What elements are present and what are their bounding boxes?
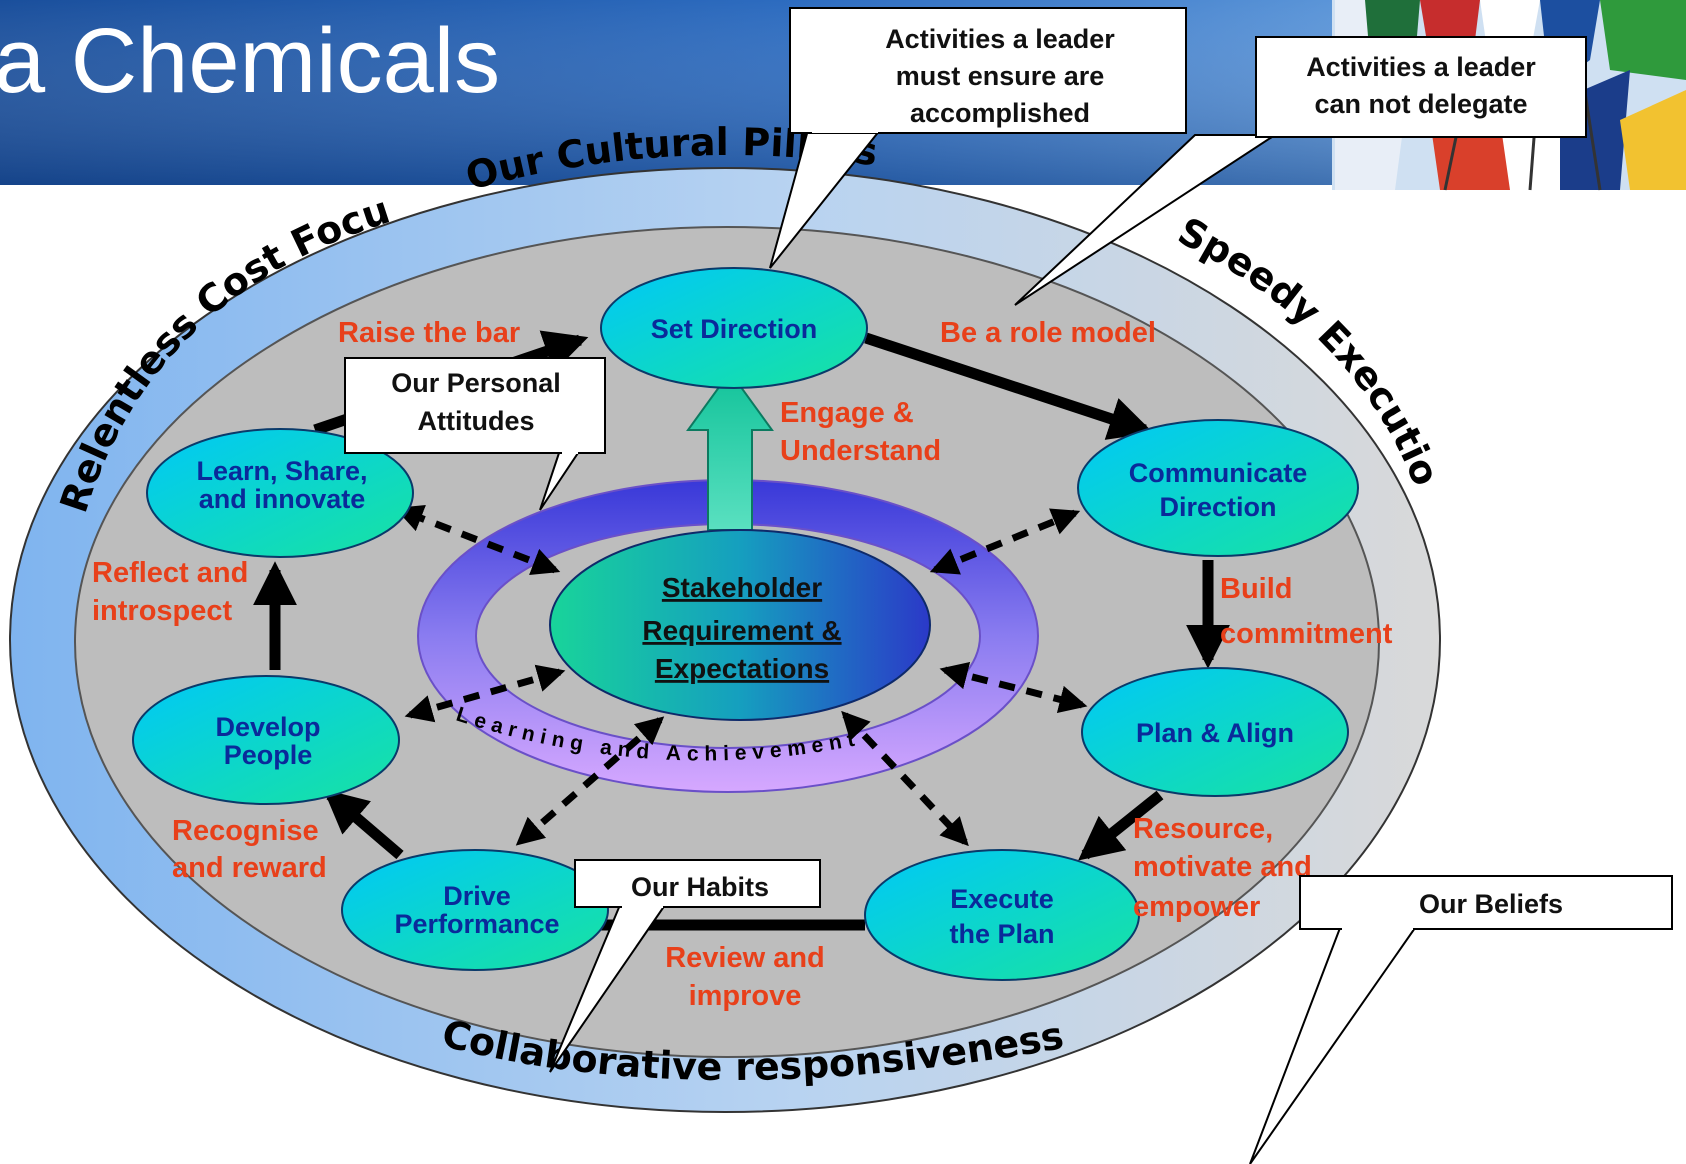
node-execute-plan: Execute the Plan: [864, 849, 1140, 981]
label-review-1: Review and: [665, 942, 825, 974]
callout-attitudes-1: Our Personal: [391, 368, 561, 398]
callout-delegate-1: Activities a leader: [1306, 52, 1536, 82]
center-line-1: Stakeholder: [662, 572, 822, 603]
label-reflect-1: Reflect and: [92, 557, 248, 589]
node-develop-people: Develop People: [132, 675, 400, 805]
center-line-3: Expectations: [655, 653, 829, 684]
arrow-plan-to-execute: [1078, 790, 1164, 861]
callout-personal-attitudes: Our Personal Attitudes: [344, 357, 606, 511]
label-engage-1: Engage &: [780, 397, 914, 429]
callout-our-beliefs: Our Beliefs: [1249, 875, 1673, 1164]
dashed-center-plan: [939, 661, 1088, 714]
dashed-center-execute: [841, 710, 969, 847]
label-engage-2: Understand: [780, 435, 941, 467]
node-learn-label-1: Learn, Share,: [196, 456, 367, 486]
callout-our-habits: Our Habits: [549, 859, 821, 1073]
node-learn-label-2: and innovate: [199, 484, 366, 514]
label-review-2: improve: [689, 980, 802, 1012]
callout-attitudes-2: Attitudes: [418, 406, 535, 436]
label-resource-1: Resource,: [1133, 813, 1273, 845]
node-learn-share: Learn, Share, and innovate: [146, 428, 414, 558]
callout-ensure-1: Activities a leader: [885, 24, 1115, 54]
center-line-2: Requirement &: [642, 615, 841, 646]
callout-habits-text: Our Habits: [631, 872, 769, 902]
dashed-center-drive: [515, 716, 665, 846]
label-raise-bar: Raise the bar: [338, 317, 520, 349]
node-execute-label-1: Execute: [950, 884, 1054, 914]
node-communicate-label-1: Communicate: [1129, 458, 1308, 488]
stakeholder-center: [549, 529, 931, 721]
label-build-2: commitment: [1220, 618, 1393, 650]
label-role-model: Be a role model: [940, 317, 1156, 349]
label-recognise-2: and reward: [172, 852, 327, 884]
page-title: a Chemicals: [0, 10, 500, 112]
dashed-center-communicate: [929, 508, 1081, 575]
node-develop-label-1: Develop: [215, 712, 320, 742]
node-set-direction-label: Set Direction: [651, 314, 818, 344]
node-set-direction: Set Direction: [600, 267, 868, 389]
arrow-set-to-communicate: [864, 332, 1154, 440]
engage-up-arrow: [686, 370, 774, 531]
callout-must-ensure: Activities a leader must ensure are acco…: [769, 7, 1187, 269]
callout-ensure-2: must ensure are: [896, 61, 1105, 91]
node-drive-label-2: Performance: [394, 909, 559, 939]
callout-beliefs-text: Our Beliefs: [1419, 889, 1563, 919]
node-execute-label-2: the Plan: [949, 919, 1054, 949]
label-resource-3: empower: [1133, 891, 1260, 923]
callout-ensure-3: accomplished: [910, 98, 1090, 128]
node-plan-align: Plan & Align: [1081, 667, 1349, 797]
node-develop-label-2: People: [224, 740, 313, 770]
node-communicate-label-2: Direction: [1159, 492, 1276, 522]
node-drive-label-1: Drive: [443, 881, 511, 911]
node-plan-align-label: Plan & Align: [1136, 718, 1294, 748]
arrow-drive-to-develop: [323, 789, 404, 860]
node-drive-performance: Drive Performance: [341, 849, 609, 971]
callout-delegate-2: can not delegate: [1314, 89, 1527, 119]
callout-cannot-delegate: Activities a leader can not delegate: [1014, 36, 1587, 306]
label-build-1: Build: [1220, 573, 1293, 605]
label-recognise-1: Recognise: [172, 815, 319, 847]
node-communicate-direction: Communicate Direction: [1077, 419, 1359, 557]
label-reflect-2: introspect: [92, 595, 233, 627]
label-resource-2: motivate and: [1133, 851, 1312, 883]
dashed-connectors: [394, 505, 1088, 847]
